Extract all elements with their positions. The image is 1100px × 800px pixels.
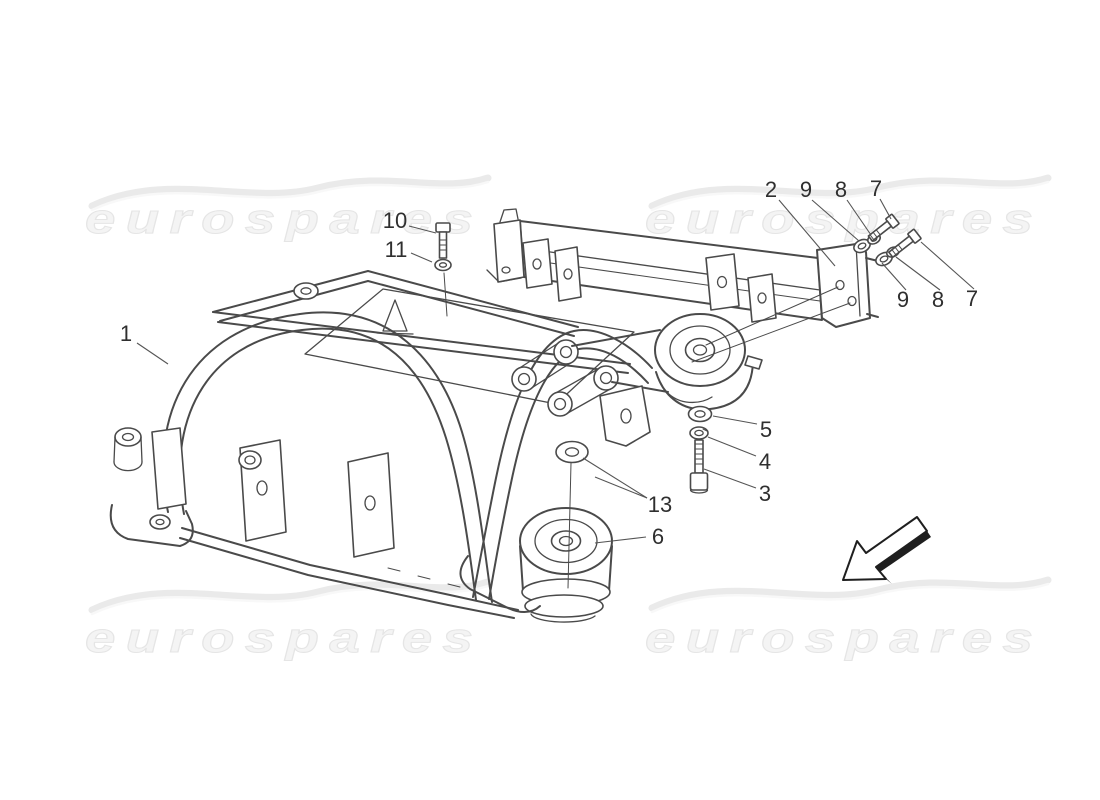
watermark-swoosh-highlight — [90, 180, 490, 212]
watermark-swoosh — [648, 174, 1052, 210]
watermark-swoosh — [88, 174, 492, 210]
callout-1-leader — [136, 342, 169, 365]
frame-bushing-eye — [293, 282, 319, 300]
rubber-mount-right — [654, 313, 763, 411]
watermark-swoosh — [648, 576, 1052, 612]
callout-13: 13 — [648, 492, 672, 517]
callout-6: 6 — [652, 524, 664, 549]
washer-13 — [555, 440, 589, 589]
callout-9-leader — [811, 199, 860, 242]
watermark-swoosh — [88, 578, 492, 614]
bolt-3 — [689, 439, 709, 494]
callout-1: 1 — [120, 321, 132, 346]
bolt-10 — [435, 222, 451, 259]
callout-7-leader — [920, 241, 975, 290]
chassis-frame-drawing — [109, 270, 763, 623]
callout-11: 11 — [385, 237, 408, 262]
beam-bracket-tab — [522, 238, 553, 289]
callout-7: 7 — [966, 286, 978, 311]
callout-7: 7 — [870, 176, 882, 201]
washer-5 — [687, 405, 713, 423]
callout-2: 2 — [765, 177, 777, 202]
washer-11 — [434, 258, 452, 317]
callout-9: 9 — [897, 287, 909, 312]
callout-6-leader — [594, 536, 647, 544]
watermark-top-left: eurospares — [84, 174, 492, 243]
watermark-text: eurospares — [85, 615, 483, 662]
callout-8-leader — [895, 256, 941, 291]
callout-9: 9 — [800, 177, 812, 202]
bolt-7-upper — [867, 213, 900, 242]
callout-2-leader — [778, 199, 836, 267]
callout-10-leader — [408, 225, 437, 234]
callout-8-leader — [846, 199, 872, 236]
callout-4: 4 — [759, 449, 771, 474]
callout-8: 8 — [835, 177, 847, 202]
bolt-7-lower — [888, 228, 922, 259]
direction-arrow — [842, 516, 931, 584]
callout-13-leader — [594, 476, 648, 499]
rear-crossmember-drawing — [486, 208, 879, 363]
watermark-swoosh-highlight — [650, 582, 1050, 614]
callout-8: 8 — [932, 287, 944, 312]
watermark-bottom-right: eurospares — [644, 576, 1052, 662]
callout-11-leader — [410, 252, 433, 263]
clevis-arms — [511, 329, 669, 447]
callout-5-leader — [712, 415, 758, 425]
beam-bracket-tab — [747, 273, 777, 323]
callout-10: 10 — [383, 208, 407, 233]
frame-plate — [347, 452, 395, 558]
beam-bracket-tab — [705, 253, 740, 311]
callout-9-leader — [881, 262, 907, 291]
watermark-swoosh-highlight — [650, 180, 1050, 212]
spring-washer-4 — [689, 426, 709, 440]
watermark-text: eurospares — [85, 196, 483, 243]
watermark-text: eurospares — [645, 615, 1043, 662]
callout-13-leader — [582, 457, 648, 499]
callout-5: 5 — [760, 417, 772, 442]
frame-grommet — [238, 450, 262, 470]
beam-bracket-tab — [554, 246, 582, 302]
watermark-bottom-left: eurospares — [84, 578, 492, 662]
watermark-top-right: eurospares — [644, 174, 1052, 243]
left-end-mount — [109, 427, 194, 547]
end-bracket-2 — [691, 243, 879, 363]
callout-4-leader — [707, 436, 757, 457]
watermark-text: eurospares — [645, 196, 1043, 243]
rubber-mount-bottom — [459, 507, 613, 623]
callout-3: 3 — [759, 481, 771, 506]
callout-7-leader — [879, 198, 892, 220]
callout-3-leader — [703, 468, 757, 489]
